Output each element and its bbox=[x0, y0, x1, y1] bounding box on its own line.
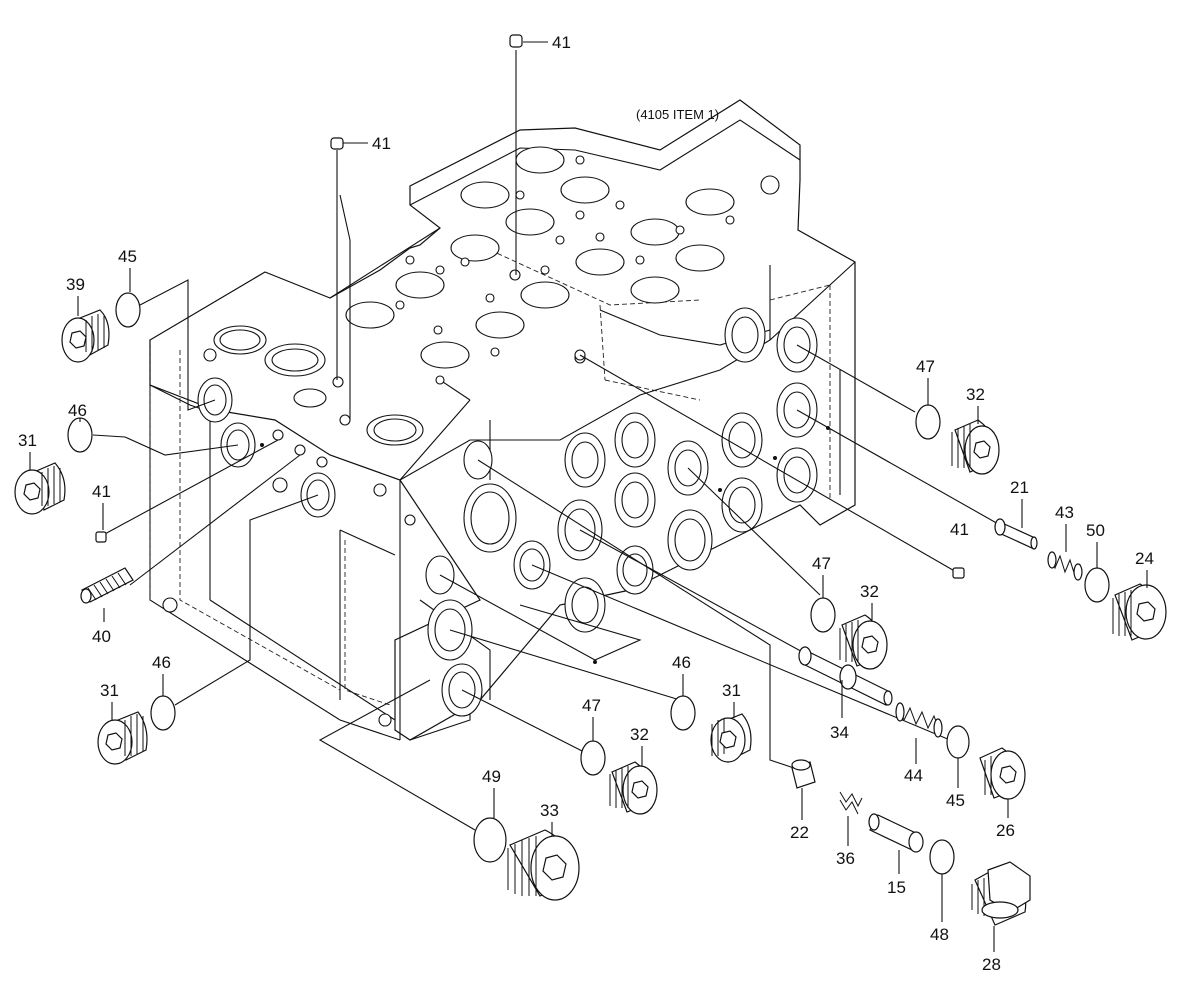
label-47-upper: 47 bbox=[916, 357, 935, 376]
o-ring-49 bbox=[473, 817, 507, 863]
label-41-top: 41 bbox=[552, 33, 571, 52]
label-47-middle: 47 bbox=[812, 554, 831, 573]
label-32-lower: 32 bbox=[630, 725, 649, 744]
label-33: 33 bbox=[540, 801, 559, 820]
plug-39 bbox=[61, 309, 110, 363]
spool-21 bbox=[994, 518, 1038, 550]
label-26: 26 bbox=[996, 821, 1015, 840]
label-21: 21 bbox=[1010, 478, 1029, 497]
label-34: 34 bbox=[830, 723, 849, 742]
o-ring-46-middle bbox=[670, 695, 696, 731]
pin-41-left bbox=[95, 531, 107, 543]
label-40: 40 bbox=[92, 627, 111, 646]
label-50: 50 bbox=[1086, 521, 1105, 540]
label-31-middle: 31 bbox=[722, 681, 741, 700]
label-45-left: 45 bbox=[118, 247, 137, 266]
o-ring-45-right bbox=[946, 725, 970, 759]
o-ring-47-middle bbox=[810, 597, 836, 633]
pin-41-right bbox=[952, 567, 965, 579]
o-ring-47-upper bbox=[915, 404, 941, 440]
label-46-middle: 46 bbox=[672, 653, 691, 672]
plug-26 bbox=[979, 747, 1026, 800]
label-39: 39 bbox=[66, 275, 85, 294]
label-44: 44 bbox=[904, 766, 923, 785]
pin-41-top bbox=[509, 34, 523, 48]
label-41-right: 41 bbox=[950, 520, 969, 539]
set-screw-40 bbox=[80, 567, 134, 604]
label-22: 22 bbox=[790, 823, 809, 842]
plug-32-lower bbox=[609, 761, 658, 815]
label-24: 24 bbox=[1135, 549, 1154, 568]
plug-32-upper bbox=[951, 419, 1000, 475]
callout-labels: (4105 ITEM 1) 41 41 41 41 45 39 46 31 40… bbox=[18, 33, 1154, 974]
plug-31-upper bbox=[14, 462, 66, 515]
plug-31-lower bbox=[97, 711, 148, 765]
label-32-middle: 32 bbox=[860, 582, 879, 601]
plug-28 bbox=[971, 861, 1031, 926]
o-ring-48 bbox=[929, 839, 955, 875]
label-32-upper: 32 bbox=[966, 385, 985, 404]
spring-36 bbox=[839, 791, 863, 815]
label-49: 49 bbox=[482, 767, 501, 786]
label-46-lower: 46 bbox=[152, 653, 171, 672]
label-41-upper: 41 bbox=[372, 134, 391, 153]
label-46-upper: 46 bbox=[68, 401, 87, 420]
plug-31-middle bbox=[710, 713, 752, 763]
spring-43 bbox=[1047, 551, 1083, 581]
spring-44 bbox=[895, 702, 943, 738]
label-48: 48 bbox=[930, 925, 949, 944]
o-ring-50 bbox=[1084, 567, 1110, 603]
label-41-left: 41 bbox=[92, 482, 111, 501]
piston-22 bbox=[791, 759, 816, 789]
pin-41-upper-left bbox=[330, 137, 344, 150]
o-ring-46-left-upper bbox=[67, 417, 93, 453]
o-ring-45-left bbox=[115, 292, 141, 328]
label-31-lower: 31 bbox=[100, 681, 119, 700]
label-36: 36 bbox=[836, 849, 855, 868]
label-43: 43 bbox=[1055, 503, 1074, 522]
top-face-ports bbox=[203, 146, 780, 446]
label-leader-stubs bbox=[29, 268, 1148, 952]
plug-24 bbox=[1112, 583, 1167, 641]
o-ring-47-lower bbox=[580, 740, 606, 776]
label-31-upper: 31 bbox=[18, 431, 37, 450]
spool-34 bbox=[798, 646, 893, 706]
plug-33 bbox=[507, 829, 580, 901]
assembly-reference-note: (4105 ITEM 1) bbox=[636, 107, 719, 122]
o-ring-46-left-lower bbox=[150, 695, 176, 731]
label-15: 15 bbox=[887, 878, 906, 897]
label-28: 28 bbox=[982, 955, 1001, 974]
label-45-right: 45 bbox=[946, 791, 965, 810]
sleeve-15 bbox=[868, 813, 924, 853]
plug-32-middle bbox=[839, 614, 888, 670]
label-47-lower: 47 bbox=[582, 696, 601, 715]
